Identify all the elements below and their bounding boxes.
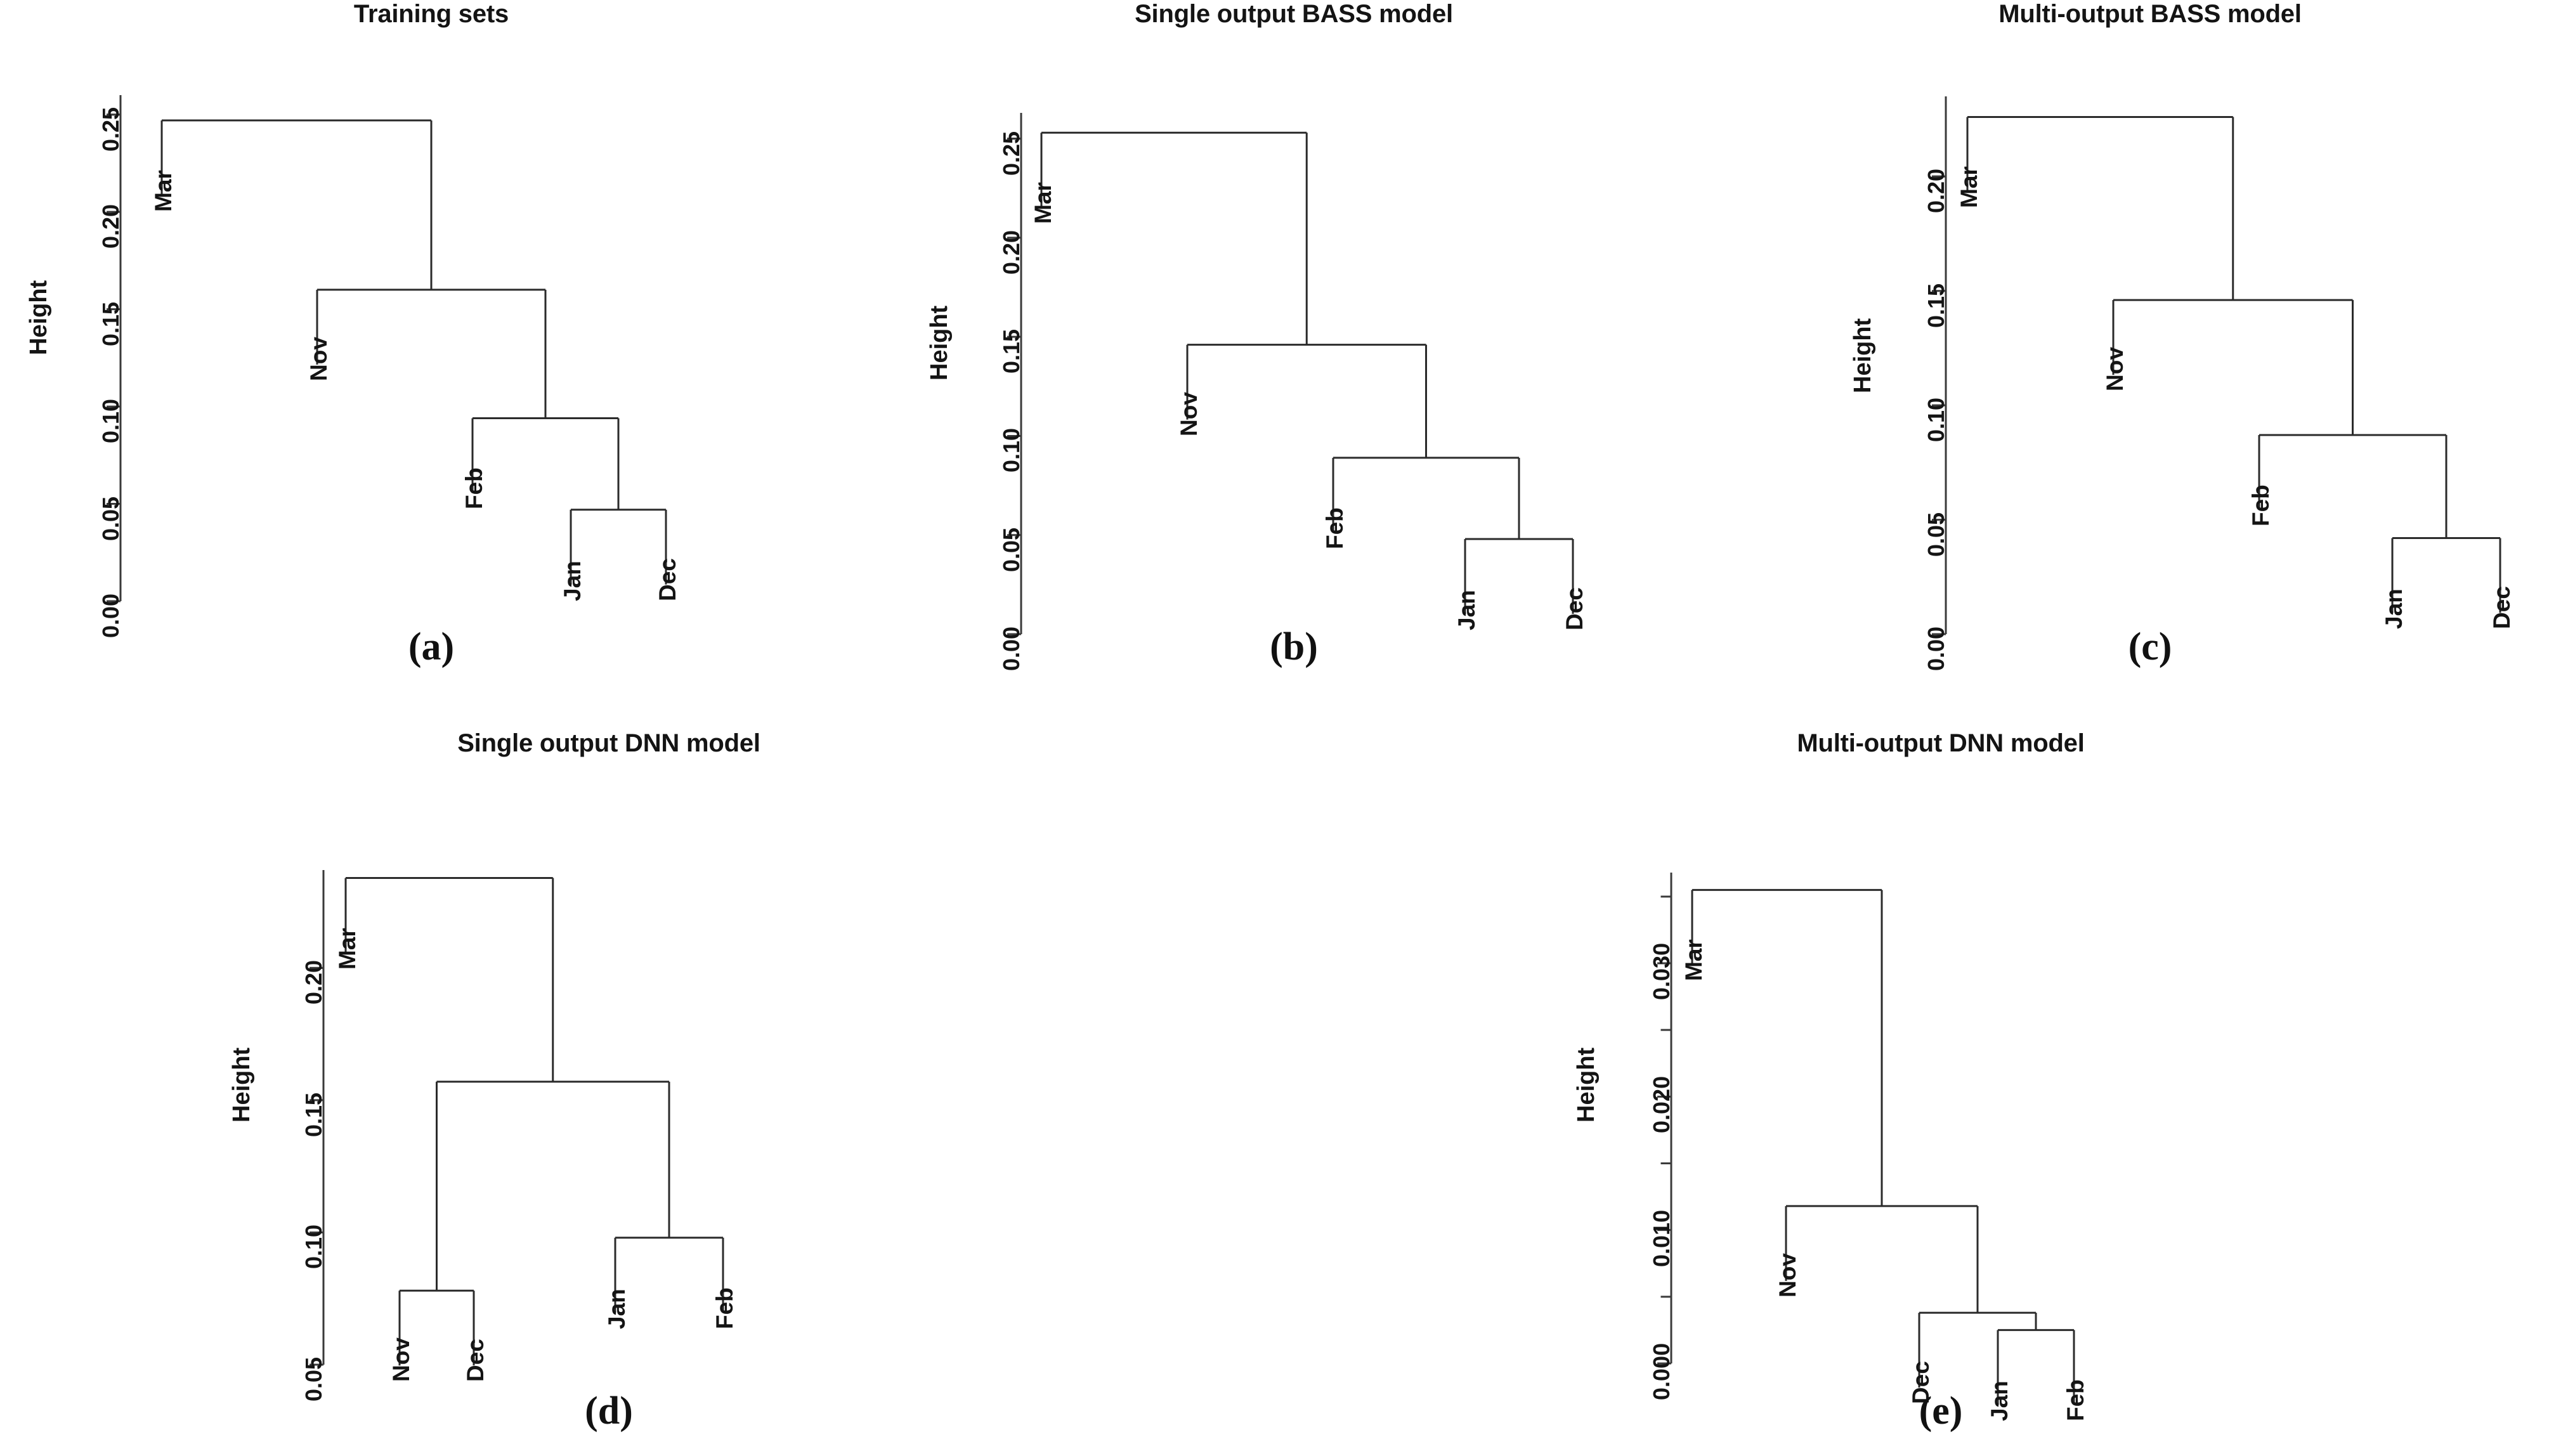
y-axis-tick-label: 0.030 — [1648, 942, 1674, 1001]
panel-b-title: Single output BASS model — [1135, 0, 1453, 28]
y-axis-tick-label: 0.10 — [998, 428, 1024, 473]
panel-d-title: Single output DNN model — [457, 729, 760, 757]
dendrogram-leaf-label: Mar — [1956, 166, 1982, 209]
dendrogram-leaf-label: Feb — [712, 1287, 738, 1329]
panel-d-caption: (d) — [585, 1389, 633, 1433]
y-axis-tick-label: 0.10 — [98, 398, 124, 444]
dendrogram-leaf-label: Nov — [2102, 347, 2128, 392]
dendrogram-leaf-label: Dec — [2489, 586, 2515, 630]
dendrogram-leaf-label: Dec — [462, 1339, 488, 1382]
y-axis-tick-label: 0.15 — [98, 301, 124, 346]
panel-d-svg — [310, 870, 724, 1366]
panel-b-svg — [1007, 113, 1574, 635]
panel-a-svg — [107, 95, 667, 602]
y-axis-title: Height — [1849, 318, 1876, 393]
y-axis-tick-label: 0.10 — [1923, 398, 1949, 443]
panel-c-title: Multi-output BASS model — [1998, 0, 2302, 28]
y-axis-tick-label: 0.010 — [1648, 1209, 1674, 1267]
dendrogram-leaf-label: Dec — [655, 557, 681, 601]
panel-e-svg — [1657, 873, 2075, 1405]
dendrogram-leaf-label: Mar — [1030, 182, 1056, 224]
panel-a-title: Training sets — [353, 0, 509, 28]
dendrogram-leaf-label: Nov — [1176, 391, 1202, 436]
y-axis-tick-label: 0.05 — [998, 527, 1024, 572]
dendrogram-leaf-label: Jan — [604, 1289, 630, 1329]
y-axis-tick-label: 0.020 — [1648, 1076, 1674, 1134]
y-axis-tick-label: 0.20 — [98, 204, 124, 249]
dendrogram-leaf-label: Mar — [150, 170, 176, 212]
dendrogram-leaf-label: Mar — [1681, 939, 1707, 982]
panel-a-caption: (a) — [408, 625, 455, 668]
y-axis-tick-label: 0.10 — [301, 1225, 327, 1270]
y-axis-tick-label: 0.20 — [998, 230, 1024, 275]
y-axis-title: Height — [1573, 1047, 1600, 1122]
y-axis-title: Height — [25, 280, 52, 355]
panel-c-caption: (c) — [2128, 625, 2172, 668]
y-axis-tick-label: 0.20 — [1923, 169, 1949, 214]
y-axis-tick-label: 0.05 — [98, 496, 124, 541]
dendrogram-leaf-label: Nov — [388, 1337, 414, 1382]
y-axis-title: Height — [228, 1047, 255, 1122]
panel-c-svg — [1932, 96, 2501, 635]
dendrogram-leaf-label: Mar — [334, 927, 360, 970]
panel-b-caption: (b) — [1270, 625, 1318, 668]
y-axis-tick-label: 0.15 — [998, 329, 1024, 374]
dendrogram-leaf-label: Feb — [461, 467, 487, 510]
y-axis-tick-label: 0.05 — [1923, 512, 1949, 557]
y-axis-tick-label: 0.25 — [998, 131, 1024, 176]
dendrogram-leaf-label: Feb — [2248, 484, 2274, 527]
dendrogram-leaf-label: Jan — [559, 560, 585, 601]
dendrogram-leaf-label: Jan — [2381, 588, 2407, 630]
y-axis-tick-label: 0.25 — [98, 107, 124, 152]
y-axis-tick-label: 0.15 — [301, 1092, 327, 1137]
dendrogram-leaf-label: Nov — [1775, 1252, 1801, 1297]
dendrogram-leaf-label: Feb — [1322, 507, 1348, 549]
y-axis-title: Height — [926, 305, 953, 380]
y-axis-tick-label: 0.15 — [1923, 283, 1949, 328]
y-axis-tick-label: 0.20 — [301, 960, 327, 1005]
panel-e-title: Multi-output DNN model — [1797, 729, 2085, 757]
dendrogram-leaf-label: Dec — [1561, 587, 1587, 630]
dendrogram-leaf-label: Nov — [306, 337, 332, 381]
panel-e-caption: (e) — [1919, 1389, 1963, 1433]
